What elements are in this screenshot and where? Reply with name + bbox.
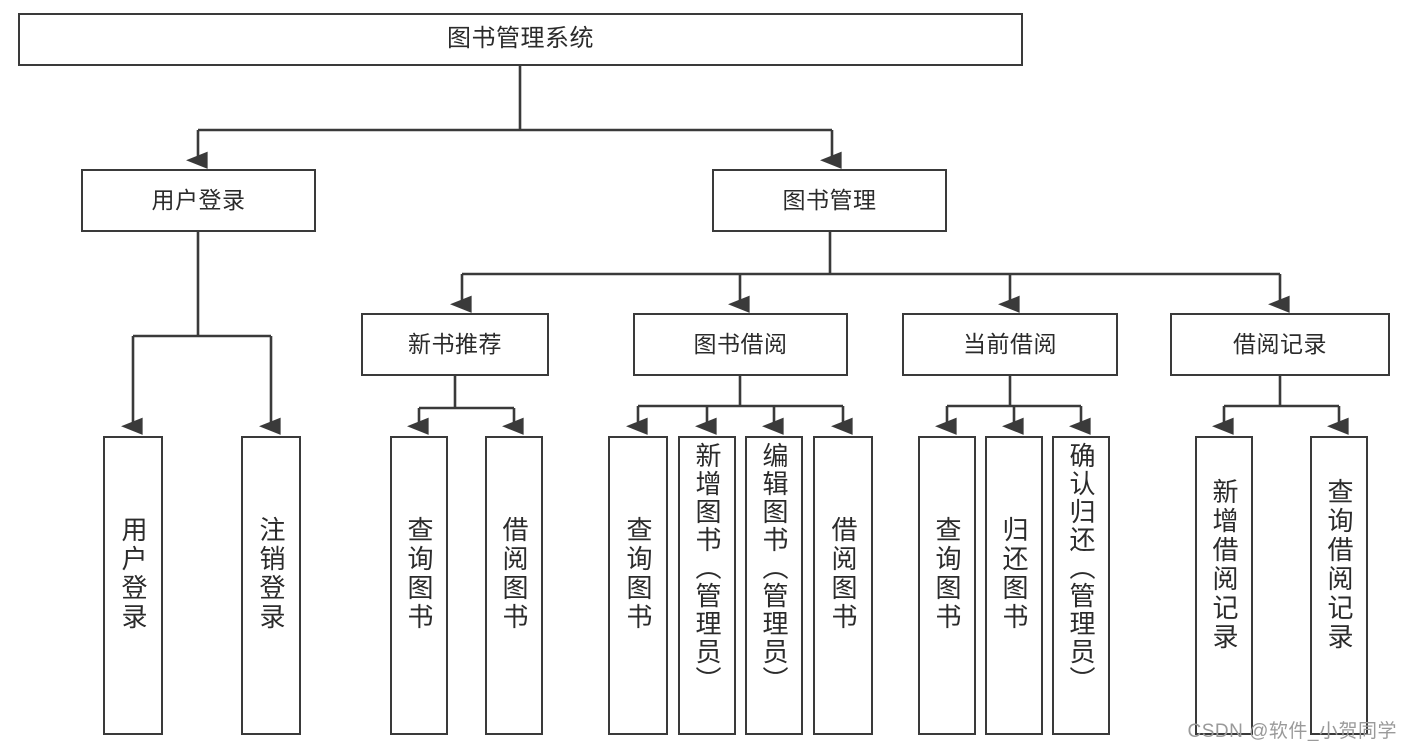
leaf-query-book-current[interactable]: 查询图书 <box>918 436 976 735</box>
node-label: 用户登录 <box>151 186 246 213</box>
node-label: 归还图书 <box>999 516 1029 632</box>
leaf-query-book-borrow[interactable]: 查询图书 <box>608 436 668 735</box>
node-label: 新增借阅记录 <box>1209 478 1239 652</box>
node-label: 查询图书 <box>932 516 962 632</box>
node-label: 图书借阅 <box>693 330 788 357</box>
node-book-borrow[interactable]: 图书借阅 <box>633 313 848 376</box>
node-label: 查询图书 <box>623 516 653 632</box>
node-label: 借阅图书 <box>828 516 858 632</box>
leaf-borrow-book[interactable]: 借阅图书 <box>813 436 873 735</box>
leaf-logout[interactable]: 注销登录 <box>241 436 301 735</box>
leaf-confirm-return-admin[interactable]: 确认归还（管理员） <box>1052 436 1110 735</box>
node-label: 借阅图书 <box>499 516 529 632</box>
node-root-system[interactable]: 图书管理系统 <box>18 13 1023 66</box>
node-label: 确认归还（管理员） <box>1066 442 1096 694</box>
node-current-borrow[interactable]: 当前借阅 <box>902 313 1118 376</box>
node-label: 查询借阅记录 <box>1324 478 1354 652</box>
node-label: 新增图书（管理员） <box>692 442 722 694</box>
node-label: 图书管理 <box>782 186 877 213</box>
node-label: 注销登录 <box>256 516 286 632</box>
node-label: 借阅记录 <box>1233 330 1327 357</box>
leaf-add-borrow-record[interactable]: 新增借阅记录 <box>1195 436 1253 735</box>
node-label: 当前借阅 <box>963 330 1057 357</box>
leaf-edit-book-admin[interactable]: 编辑图书（管理员） <box>745 436 803 735</box>
leaf-add-book-admin[interactable]: 新增图书（管理员） <box>678 436 736 735</box>
leaf-return-book[interactable]: 归还图书 <box>985 436 1043 735</box>
leaf-query-borrow-record[interactable]: 查询借阅记录 <box>1310 436 1368 735</box>
leaf-borrow-book-recommend[interactable]: 借阅图书 <box>485 436 543 735</box>
node-book-management[interactable]: 图书管理 <box>712 169 947 232</box>
node-label: 查询图书 <box>404 516 434 632</box>
watermark-text: CSDN @软件_小贺同学 <box>1187 721 1397 742</box>
leaf-user-login[interactable]: 用户登录 <box>103 436 163 735</box>
node-user-login[interactable]: 用户登录 <box>81 169 316 232</box>
node-label: 图书管理系统 <box>447 25 594 53</box>
node-borrow-record[interactable]: 借阅记录 <box>1170 313 1390 376</box>
node-label: 编辑图书（管理员） <box>759 442 789 694</box>
leaf-query-book-recommend[interactable]: 查询图书 <box>390 436 448 735</box>
node-label: 新书推荐 <box>408 330 502 357</box>
node-label: 用户登录 <box>118 516 148 632</box>
node-new-book-recommend[interactable]: 新书推荐 <box>361 313 549 376</box>
